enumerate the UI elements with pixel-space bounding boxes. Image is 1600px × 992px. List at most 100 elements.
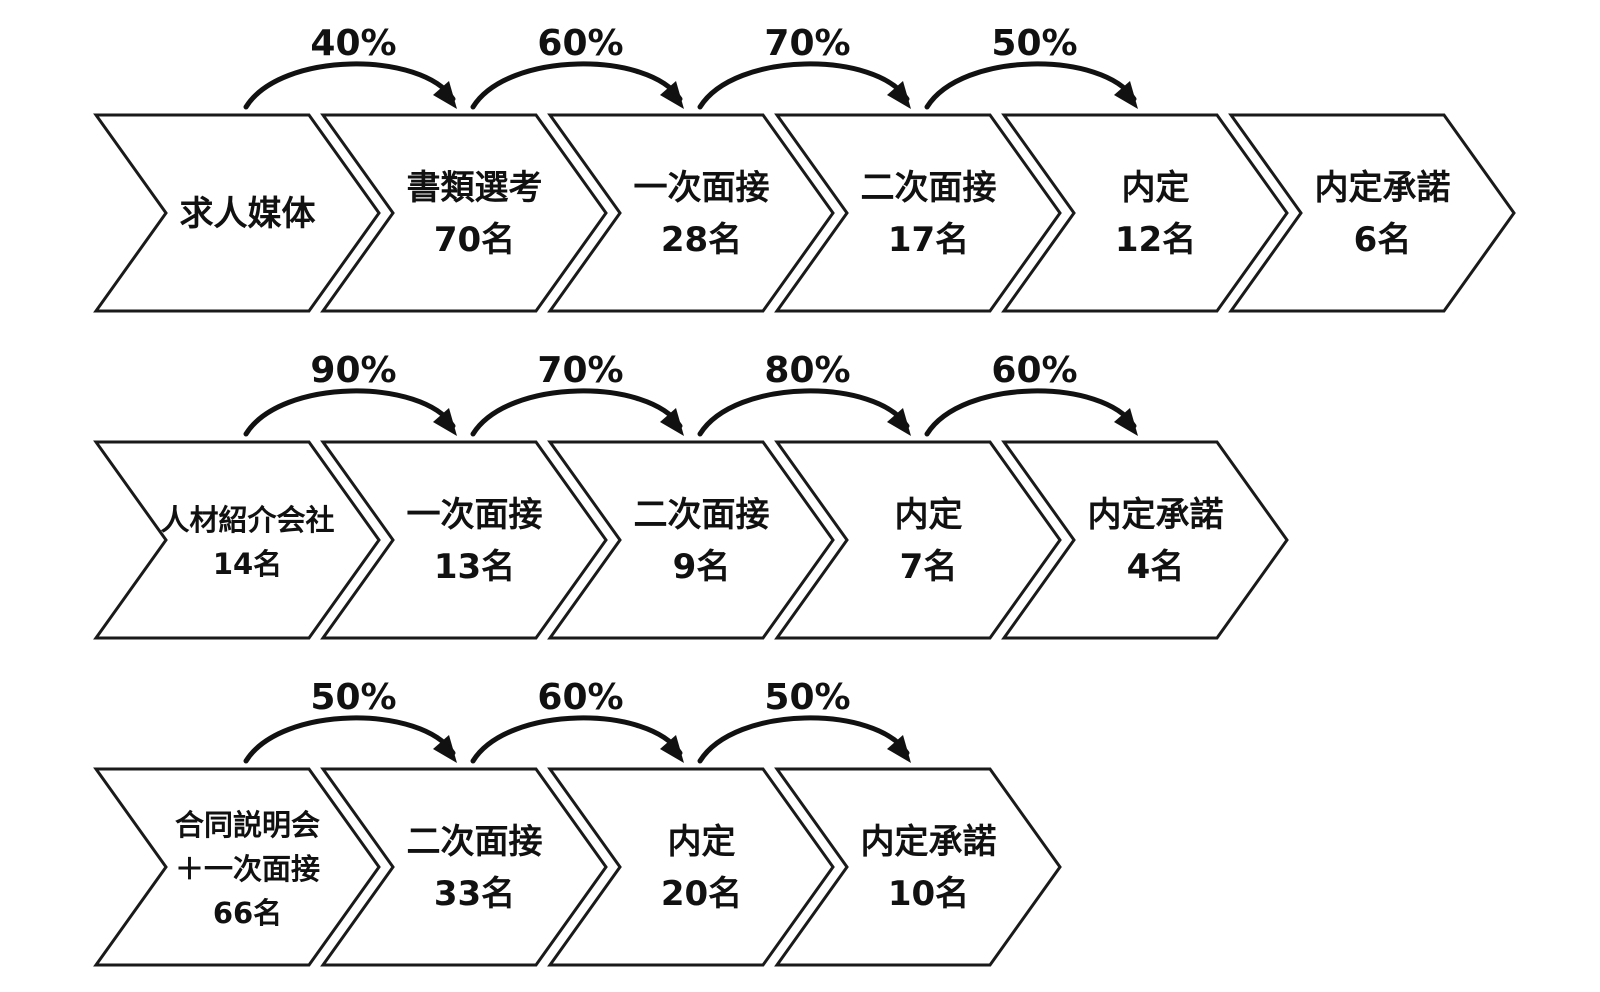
conversion-arrow: 60% [470, 23, 684, 110]
stage-chevron: 合同説明会 ＋一次面接 66名 [93, 767, 381, 967]
stage-count: 13名 [434, 547, 515, 587]
arc-line [243, 61, 456, 110]
stage-count: 66名 [213, 896, 282, 930]
conversion-arrow: 70% [697, 23, 911, 110]
chevron-shape [93, 767, 381, 967]
arc-line [470, 61, 683, 110]
conversion-rate: 50% [764, 677, 850, 718]
arrowhead-icon [433, 408, 457, 436]
stage-label: 一次面接 [407, 495, 543, 535]
arrowhead-icon [433, 735, 457, 763]
stage-label: 人材紹介会社 [160, 503, 334, 537]
arrowhead-icon [433, 81, 457, 109]
chevron-shape [547, 113, 835, 313]
stage-chevron: 内定承諾 4名 [1001, 440, 1289, 640]
funnel-row-3: 合同説明会 ＋一次面接 66名 二次面接 33名 内定 20名 内定承諾 10名 50% 60% 50… [93, 677, 1062, 967]
stage-label: 書類選考 [407, 168, 543, 208]
chevron-shape [320, 113, 608, 313]
arrowhead-icon [660, 81, 684, 109]
stage-chevron: 内定承諾 6名 [1228, 113, 1516, 313]
stage-label: 内定承諾 [1088, 495, 1224, 535]
stage-label: 内定 [668, 822, 736, 862]
stage-count: 4名 [1127, 547, 1185, 587]
stage-count: 14名 [213, 547, 282, 581]
stage-chevron: 二次面接 17名 [774, 113, 1062, 313]
stage-chevron: 一次面接 28名 [547, 113, 835, 313]
chevron-shape [320, 767, 608, 967]
stage-count: 70名 [434, 220, 515, 260]
conversion-rate: 70% [764, 23, 850, 64]
stage-chevron: 二次面接 33名 [320, 767, 608, 967]
stage-chevron: 内定 20名 [547, 767, 835, 967]
arrowhead-icon [887, 81, 911, 109]
arc-line [924, 388, 1137, 437]
chevron-shape [774, 767, 1062, 967]
conversion-rate: 80% [764, 350, 850, 391]
stage-count: 6名 [1354, 220, 1412, 260]
conversion-arrow: 50% [697, 677, 911, 764]
arc-line [697, 388, 910, 437]
stage-count: 12名 [1115, 220, 1196, 260]
stage-chevron: 人材紹介会社 14名 [93, 440, 381, 640]
stage-count: 7名 [900, 547, 958, 587]
stage-label: 二次面接 [861, 168, 997, 208]
chevron-shape [547, 440, 835, 640]
conversion-rate: 90% [310, 350, 396, 391]
arc-line [470, 388, 683, 437]
arrowhead-icon [660, 735, 684, 763]
stage-label: 内定承諾 [1315, 168, 1451, 208]
arc-line [470, 715, 683, 764]
stage-label: 内定 [895, 495, 963, 535]
stage-chevron: 内定 7名 [774, 440, 1062, 640]
stage-chevron: 内定承諾 10名 [774, 767, 1062, 967]
conversion-arrow: 70% [470, 350, 684, 437]
arc-line [697, 715, 910, 764]
stage-label: 二次面接 [407, 822, 543, 862]
chevron-shape [93, 440, 381, 640]
stage-count: 33名 [434, 874, 515, 914]
conversion-rate: 40% [310, 23, 396, 64]
stage-count: 10名 [888, 874, 969, 914]
arc-line [924, 61, 1137, 110]
conversion-rate: 60% [537, 23, 623, 64]
arrowhead-icon [1114, 408, 1138, 436]
conversion-rate: 50% [310, 677, 396, 718]
stage-count: 28名 [661, 220, 742, 260]
stage-label: 内定承諾 [861, 822, 997, 862]
arc-line [697, 61, 910, 110]
chevron-shape [320, 440, 608, 640]
stage-count: 17名 [888, 220, 969, 260]
conversion-arrow: 60% [470, 677, 684, 764]
conversion-rate: 60% [991, 350, 1077, 391]
stage-label: 内定 [1122, 168, 1190, 208]
stage-label: ＋一次面接 [175, 852, 320, 886]
stage-chevron: 二次面接 9名 [547, 440, 835, 640]
stage-count: 9名 [673, 547, 731, 587]
chevron-shape [1228, 113, 1516, 313]
stage-chevron: 求人媒体 [93, 113, 381, 313]
arrowhead-icon [887, 408, 911, 436]
chevron-shape [93, 113, 381, 313]
conversion-arrow: 50% [924, 23, 1138, 110]
arrowhead-icon [660, 408, 684, 436]
chevron-shape [774, 440, 1062, 640]
stage-chevron: 一次面接 13名 [320, 440, 608, 640]
stage-label: 合同説明会 [175, 808, 320, 842]
conversion-arrow: 60% [924, 350, 1138, 437]
chevron-shape [1001, 440, 1289, 640]
stage-label: 一次面接 [634, 168, 770, 208]
chevron-shape [1001, 113, 1289, 313]
arc-line [243, 388, 456, 437]
stage-count: 20名 [661, 874, 742, 914]
chevron-shape [547, 767, 835, 967]
stage-chevron: 内定 12名 [1001, 113, 1289, 313]
arrowhead-icon [887, 735, 911, 763]
conversion-arrow: 50% [243, 677, 457, 764]
conversion-arrow: 80% [697, 350, 911, 437]
arc-line [243, 715, 456, 764]
funnel-row-2: 人材紹介会社 14名 一次面接 13名 二次面接 9名 内定 7名 内定承諾 4名 90% 70% 80… [93, 350, 1289, 640]
stage-label: 二次面接 [634, 495, 770, 535]
